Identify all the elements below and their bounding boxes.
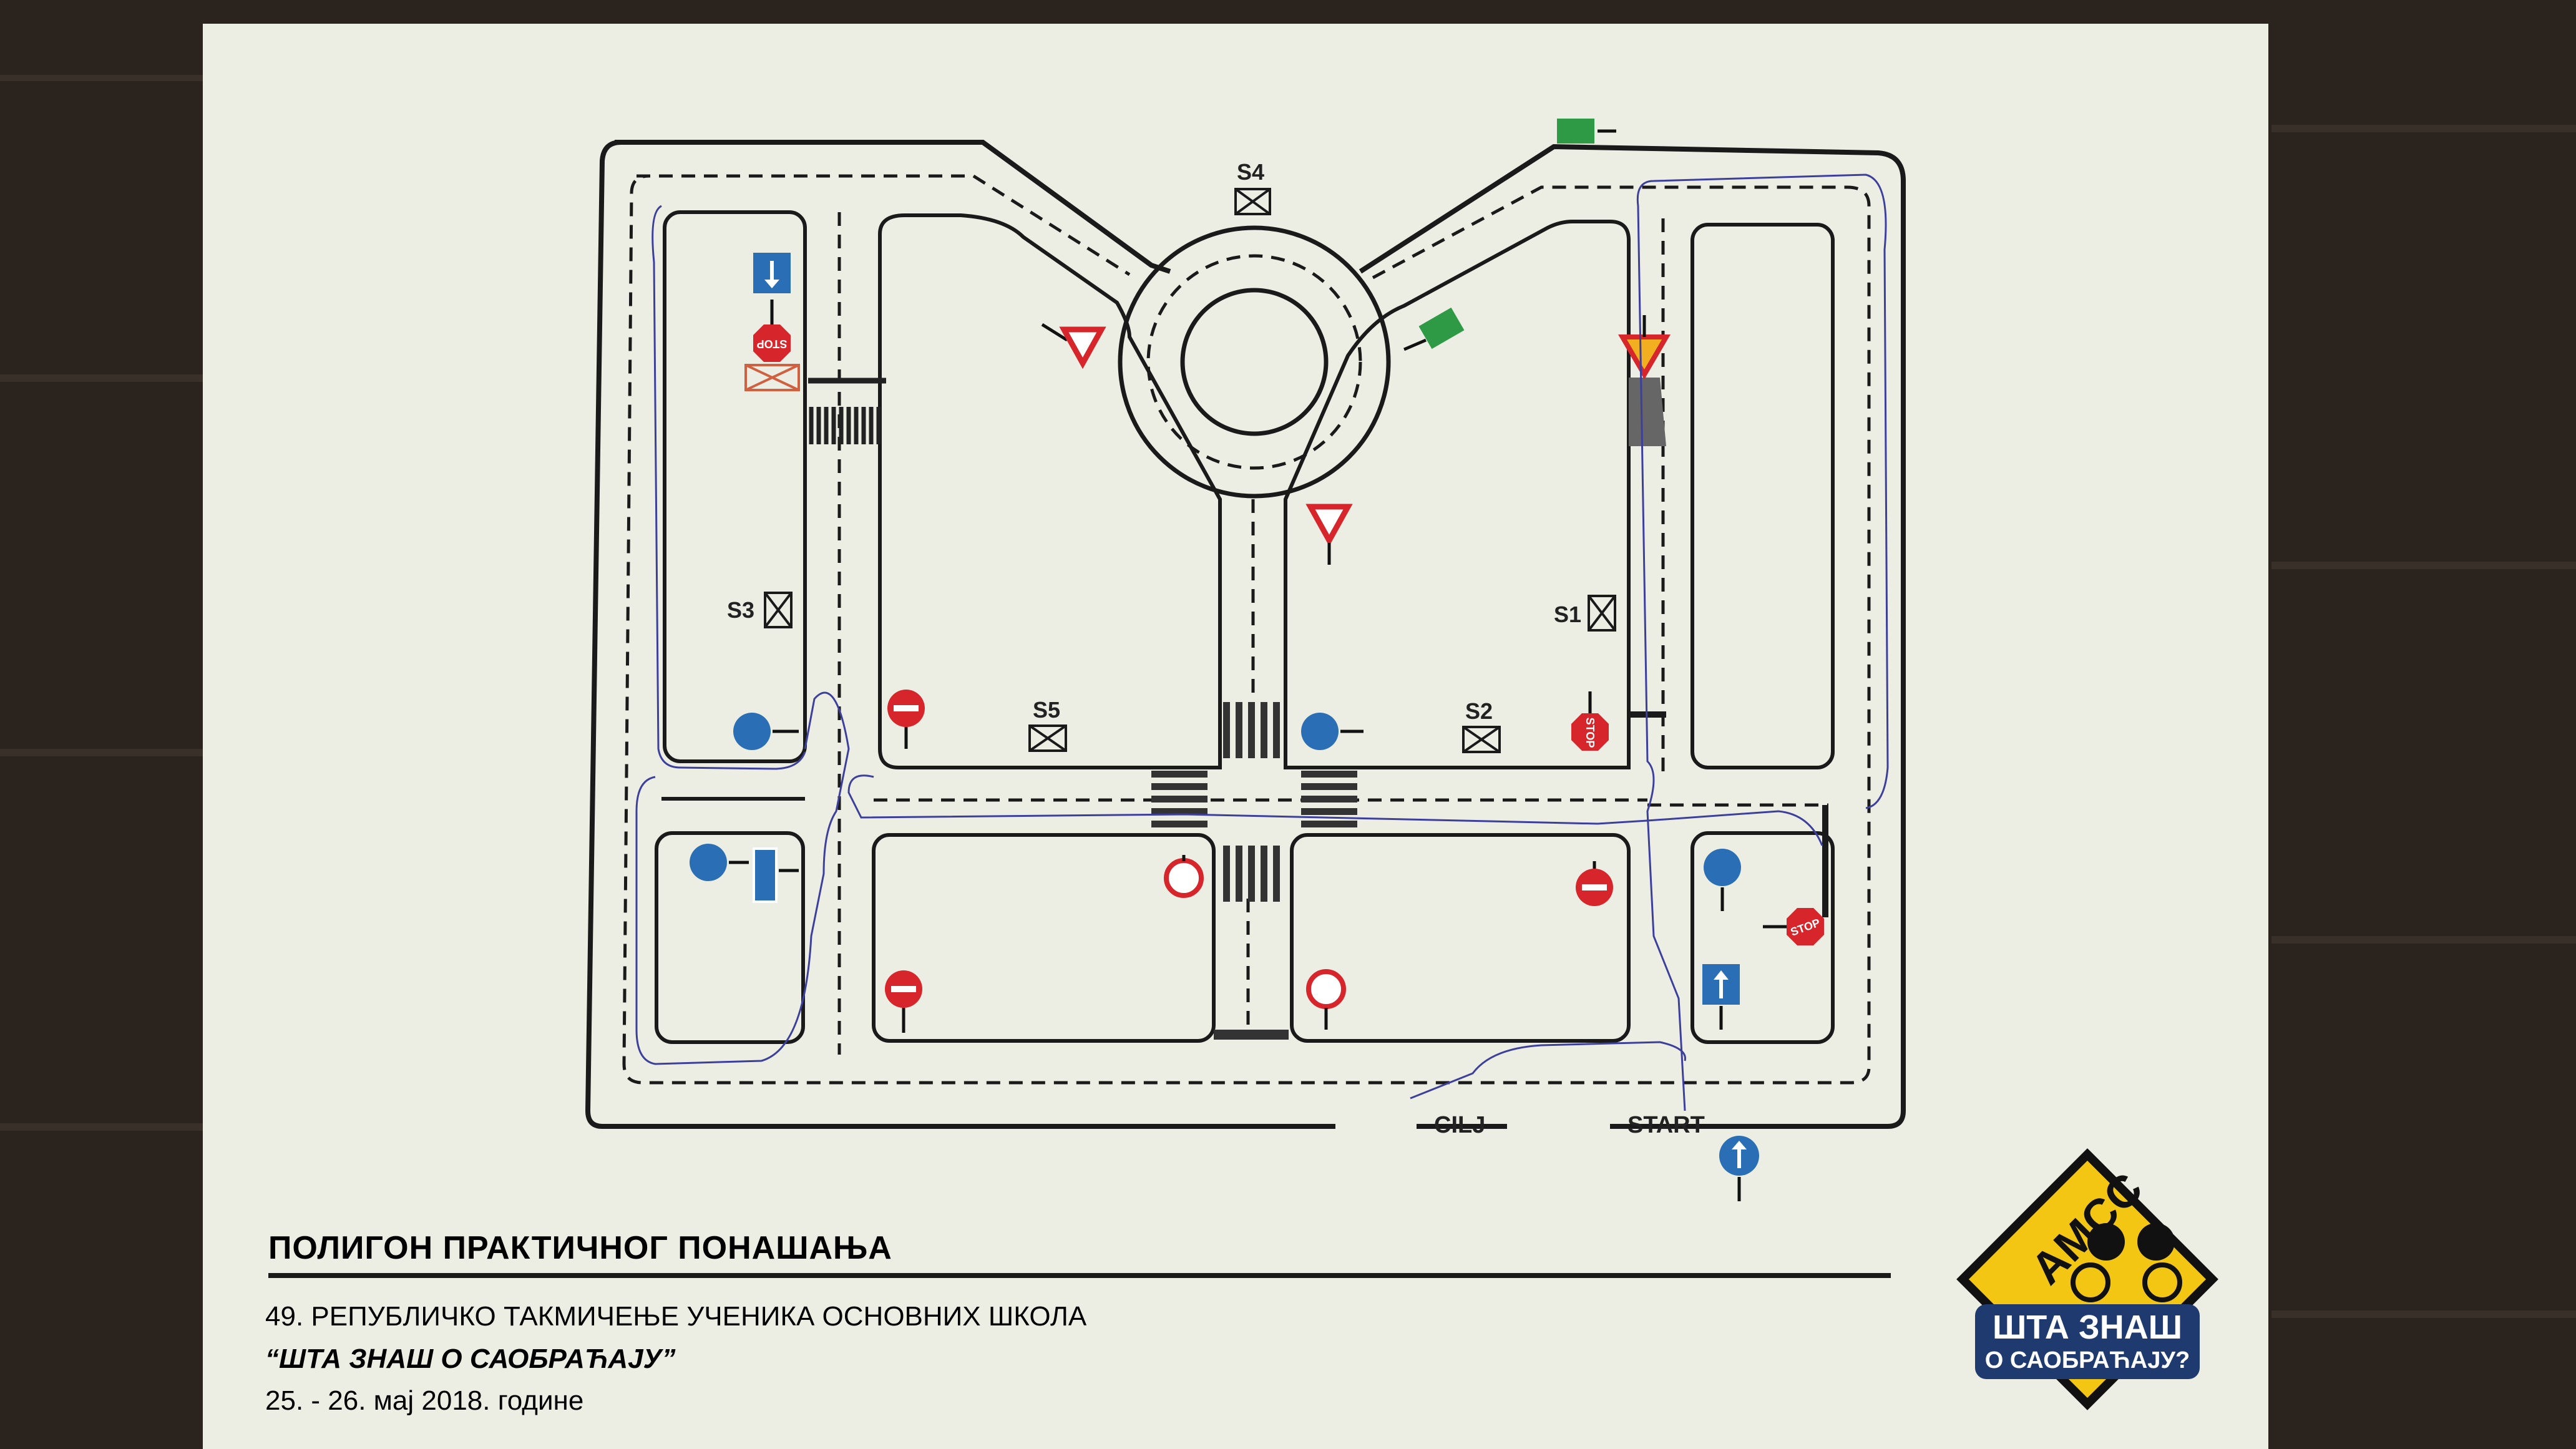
route-line-left-loop — [635, 205, 850, 1065]
roundabout-outer — [1118, 225, 1391, 499]
svg-text:STOP: STOP — [1584, 718, 1596, 748]
label-s3: S3 — [727, 597, 754, 623]
label-s1: S1 — [1554, 602, 1581, 627]
amss-logo: АМСС ШТА ЗНАШ О САОБРАЋАЈУ? — [1956, 1148, 2218, 1410]
crosswalk-top-center — [1223, 702, 1280, 758]
page-heading: ПОЛИГОН ПРАКТИЧНОГ ПОНАШАЊА — [268, 1230, 892, 1266]
sign-stop-right-icon: STOP — [1763, 908, 1824, 945]
label-s5: S5 — [1033, 697, 1060, 723]
roundabout-island — [1180, 288, 1329, 436]
sign-no-entry-bottom-left-icon — [885, 970, 922, 1033]
logo-bottom-text-1: ШТА ЗНАШ — [1993, 1309, 2182, 1346]
block-inner-left — [878, 213, 1222, 769]
sign-no-bicycles-center-icon — [1164, 855, 1204, 898]
sign-turn-mandatory-icon — [1301, 713, 1364, 750]
competition-line: 49. РЕПУБЛИЧКО ТАКМИЧЕЊЕ УЧЕНИКА ОСНОВНИ… — [265, 1301, 1087, 1332]
block-bottom-left — [872, 833, 1216, 1043]
roundabout-lane — [1146, 254, 1362, 470]
route-line-right-loop — [1410, 173, 1889, 1111]
heading-rule — [268, 1273, 1891, 1278]
svg-text:STOP: STOP — [757, 338, 788, 350]
outer-lane-dashed — [622, 174, 1871, 1085]
sign-yield-left-icon — [1041, 323, 1106, 369]
competition-name: “ШТА ЗНАШ О САОБРАЋАЈУ” — [265, 1344, 676, 1374]
sign-no-entry-left-icon — [887, 690, 925, 749]
sign-stop-left-icon: STOP — [753, 324, 791, 362]
sign-pedestrian-path-bottom-left-icon — [690, 844, 749, 881]
sign-pedestrian-zone-green-icon — [1403, 307, 1465, 351]
station-box-s1 — [1588, 595, 1616, 632]
sign-one-way-up-bottom-left-icon — [753, 847, 799, 903]
label-s2: S2 — [1465, 698, 1493, 724]
sign-pedestrian-zone-end-green-icon — [1557, 119, 1616, 144]
sign-no-bicycles-bottom-icon — [1306, 969, 1346, 1030]
block-right-tall — [1690, 223, 1835, 769]
stop-line-right — [1822, 805, 1828, 917]
crossing-box-left — [744, 364, 800, 391]
label-finish: CILJ — [1434, 1112, 1485, 1138]
sign-one-way-up-right-icon — [1702, 964, 1740, 1030]
sign-one-way-down-icon — [753, 253, 791, 324]
block-bottom-middle — [1290, 833, 1631, 1043]
crosswalk-center-right — [1301, 771, 1357, 827]
route-line-center — [847, 774, 1823, 846]
logo-bottom-text-2: О САОБРАЋАЈУ? — [1985, 1347, 2190, 1373]
crosswalk-left — [808, 378, 886, 444]
station-box-s5 — [1028, 724, 1067, 752]
sign-start-direction-icon — [1719, 1136, 1759, 1201]
station-box-s3 — [764, 592, 793, 628]
sign-stop-center-icon: STOP — [1571, 691, 1609, 751]
competition-dates: 25. - 26. мај 2018. године — [265, 1385, 584, 1416]
label-s4: S4 — [1237, 159, 1264, 185]
block-bottom-right — [1690, 831, 1835, 1044]
label-start: START — [1627, 1112, 1705, 1138]
block-inner-right — [1284, 220, 1631, 769]
crosswalk-center-left — [1151, 771, 1208, 827]
sign-yield-center-icon — [1305, 504, 1353, 565]
crosswalk-bottom-center — [1223, 846, 1280, 902]
sign-no-entry-right-icon — [1576, 861, 1613, 906]
block-left-top — [663, 210, 807, 763]
sign-pedestrian-path-left-icon — [733, 713, 799, 750]
station-box-s4 — [1234, 188, 1271, 215]
stop-line-bottom — [1214, 1030, 1289, 1040]
sign-children-warning-icon — [1618, 315, 1671, 379]
station-box-s2 — [1462, 726, 1501, 753]
polygon-outer-boundary — [585, 140, 1906, 1129]
sign-u-turn-icon — [1704, 849, 1741, 911]
block-left-bottom — [655, 831, 805, 1044]
speed-bump — [1629, 378, 1666, 446]
